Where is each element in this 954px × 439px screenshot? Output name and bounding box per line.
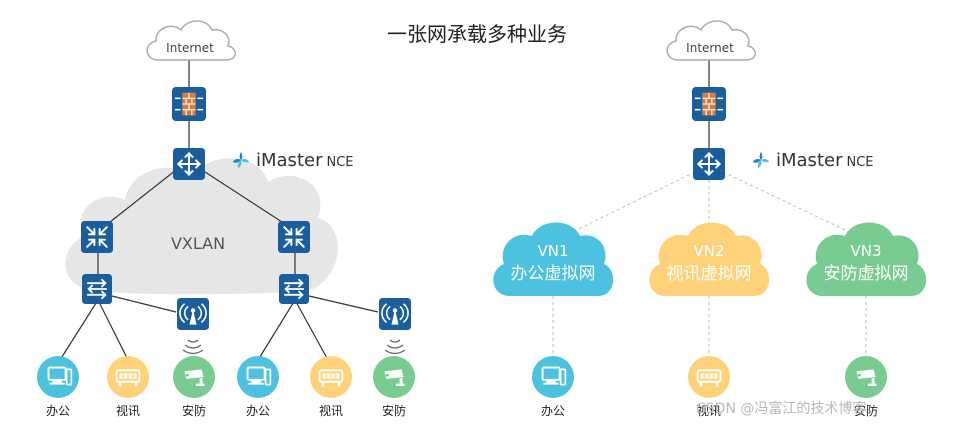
endpoint-label: 安防 [854, 403, 878, 418]
right-brand-name: iMaster [776, 150, 843, 171]
left-core-switch-2-icon[interactable] [277, 221, 311, 253]
left-endpoints: 办公 视讯 安防 办公 视讯 安防 [37, 356, 415, 418]
vn3-name: VN3 [850, 242, 881, 260]
left-links [59, 56, 379, 361]
right-internet-cloud: Internet [666, 20, 756, 61]
right-office-endpoint[interactable] [532, 356, 574, 398]
left-office-endpoint-2[interactable] [237, 356, 279, 398]
right-firewall-icon[interactable] [691, 87, 727, 121]
left-access-switch-1-icon[interactable] [80, 274, 114, 304]
left-firewall-icon[interactable] [171, 87, 207, 121]
vxlan-cloud-shape [65, 158, 338, 295]
diagram-title: 一张网承载多种业务 [387, 22, 567, 46]
left-router-icon[interactable] [171, 148, 207, 180]
right-brand-product: NCE [846, 155, 873, 170]
right-router-icon[interactable] [691, 148, 727, 180]
right-endpoints: 办公 视讯 安防 [532, 356, 887, 418]
vn1-name: VN1 [537, 242, 568, 260]
left-brand-product: NCE [326, 155, 353, 170]
endpoint-label: 视讯 [697, 403, 721, 418]
right-internet-label: Internet [686, 41, 734, 55]
endpoint-label: 安防 [182, 403, 206, 418]
left-internet-label: Internet [166, 41, 214, 55]
endpoint-label: 安防 [382, 403, 406, 418]
vn2-name: VN2 [693, 242, 724, 260]
vn1-desc: 办公虚拟网 [511, 264, 596, 284]
watermark: CSDN @冯富江的技术博客 [696, 401, 867, 417]
endpoint-label: 视讯 [319, 403, 343, 418]
left-brand-name: iMaster [256, 150, 323, 171]
left-ap-signal-icons [182, 339, 406, 355]
endpoint-label: 办公 [246, 403, 270, 418]
left-ap-1-icon[interactable] [176, 298, 210, 330]
right-imaster-logo-icon [752, 151, 770, 169]
vn1-cloud[interactable]: VN1 办公虚拟网 [493, 222, 614, 297]
left-core-switch-1-icon[interactable] [80, 221, 114, 253]
left-ap-2-icon[interactable] [378, 298, 412, 330]
left-access-switch-2-icon[interactable] [277, 274, 311, 304]
endpoint-label: 办公 [541, 403, 565, 418]
vn3-cloud[interactable]: VN3 安防虚拟网 [806, 222, 927, 297]
vxlan-label: VXLAN [171, 234, 225, 253]
endpoint-label: 视讯 [116, 403, 140, 418]
vn3-desc: 安防虚拟网 [824, 264, 909, 284]
endpoint-label: 办公 [46, 403, 70, 418]
vn2-cloud[interactable]: VN2 视讯虚拟网 [649, 222, 770, 297]
left-office-endpoint-1[interactable] [37, 356, 79, 398]
right-virtual-links [552, 171, 867, 358]
vn2-desc: 视讯虚拟网 [667, 264, 752, 284]
left-internet-cloud: Internet [146, 20, 236, 61]
